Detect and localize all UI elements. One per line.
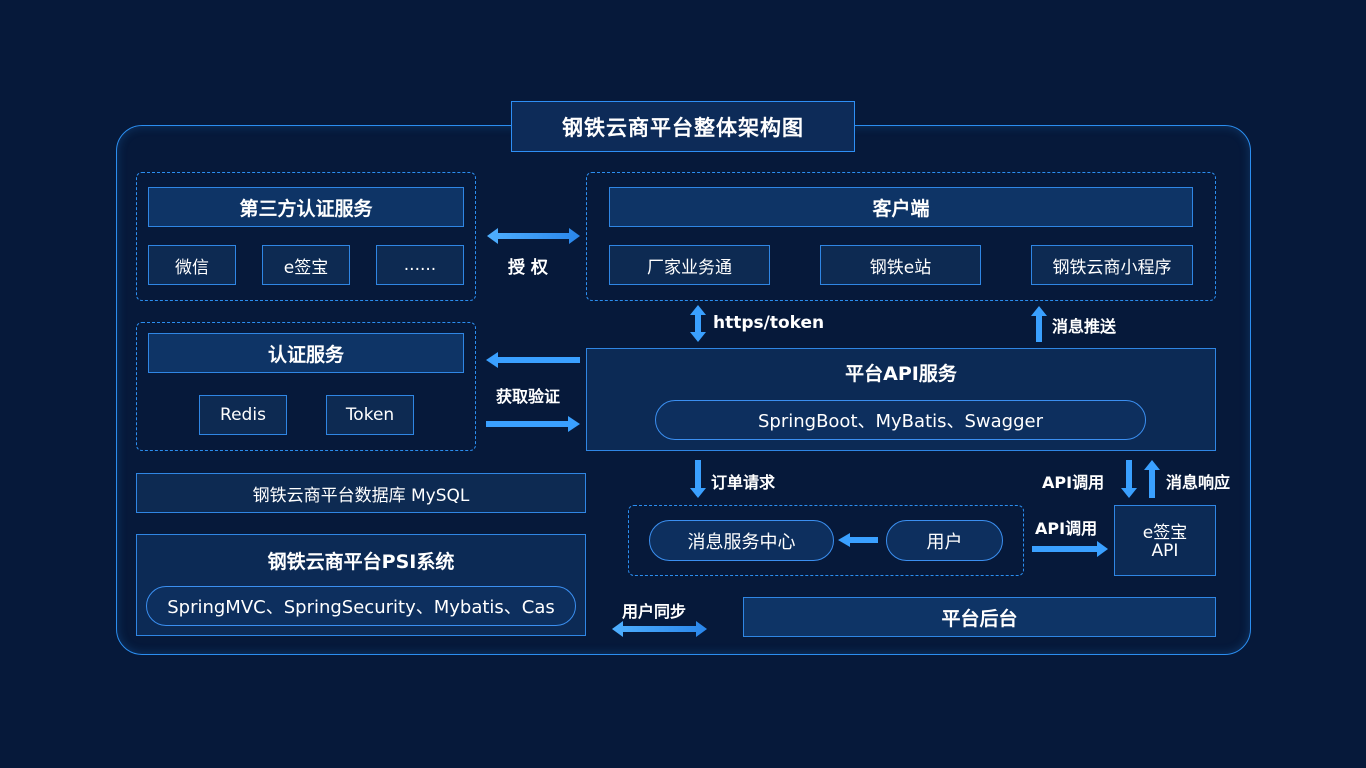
wechat-tile: 微信 bbox=[148, 245, 236, 285]
third-party-auth-group bbox=[136, 172, 476, 301]
label-get-verify: 获取验证 bbox=[496, 387, 561, 406]
order-request-arrow bbox=[690, 460, 706, 498]
api-to-auth-arrow bbox=[486, 352, 580, 368]
auth-service-title: 认证服务 bbox=[148, 333, 464, 373]
third-party-auth-title: 第三方认证服务 bbox=[148, 187, 464, 227]
api-service-title: 平台API服务 bbox=[845, 363, 957, 385]
client-app-factory: 厂家业务通 bbox=[609, 245, 770, 285]
label-https-token: https/token bbox=[713, 313, 825, 333]
message-push-arrow bbox=[1031, 306, 1047, 342]
esign-api-line1: e签宝 bbox=[1142, 523, 1188, 543]
client-title: 客户端 bbox=[609, 187, 1193, 227]
api-call-right-arrow bbox=[1032, 541, 1108, 557]
esign-tile: e签宝 bbox=[262, 245, 350, 285]
message-user-group bbox=[628, 505, 1024, 576]
diagram-title: 钢铁云商平台整体架构图 bbox=[511, 101, 855, 152]
label-order-request: 订单请求 bbox=[711, 473, 776, 492]
label-message-response: 消息响应 bbox=[1166, 473, 1231, 492]
label-user-sync: 用户同步 bbox=[622, 602, 687, 621]
label-api-call-2: API调用 bbox=[1035, 519, 1098, 538]
esign-api-box bbox=[1114, 505, 1216, 576]
https-token-arrow bbox=[690, 305, 706, 342]
platform-backend-bar: 平台后台 bbox=[743, 597, 1216, 637]
database-bar: 钢铁云商平台数据库 MySQL bbox=[136, 473, 586, 513]
user-to-message-arrow bbox=[838, 533, 878, 547]
client-app-steel-station: 钢铁e站 bbox=[820, 245, 981, 285]
esign-api-line2: API bbox=[1151, 541, 1179, 561]
client-group bbox=[586, 172, 1216, 301]
more-tile: ...... bbox=[376, 245, 464, 285]
api-call-down-arrow bbox=[1121, 460, 1137, 498]
psi-title: 钢铁云商平台PSI系统 bbox=[267, 551, 455, 573]
client-app-mini-program: 钢铁云商小程序 bbox=[1031, 245, 1193, 285]
label-api-call-1: API调用 bbox=[1042, 473, 1105, 492]
user-sync-arrow bbox=[612, 621, 707, 637]
label-authorize: 授 权 bbox=[508, 258, 548, 278]
auth-service-group bbox=[136, 322, 476, 451]
message-response-up-arrow bbox=[1144, 460, 1160, 498]
psi-stack: SpringMVC、SpringSecurity、Mybatis、Cas bbox=[146, 586, 576, 626]
redis-tile: Redis bbox=[199, 395, 287, 435]
message-center-pill: 消息服务中心 bbox=[649, 520, 834, 561]
user-pill: 用户 bbox=[886, 520, 1003, 561]
authorize-arrow bbox=[487, 228, 580, 244]
api-service-stack: SpringBoot、MyBatis、Swagger bbox=[655, 400, 1146, 440]
token-tile: Token bbox=[326, 395, 414, 435]
get-verify-arrow bbox=[486, 416, 580, 432]
label-message-push: 消息推送 bbox=[1052, 317, 1117, 336]
